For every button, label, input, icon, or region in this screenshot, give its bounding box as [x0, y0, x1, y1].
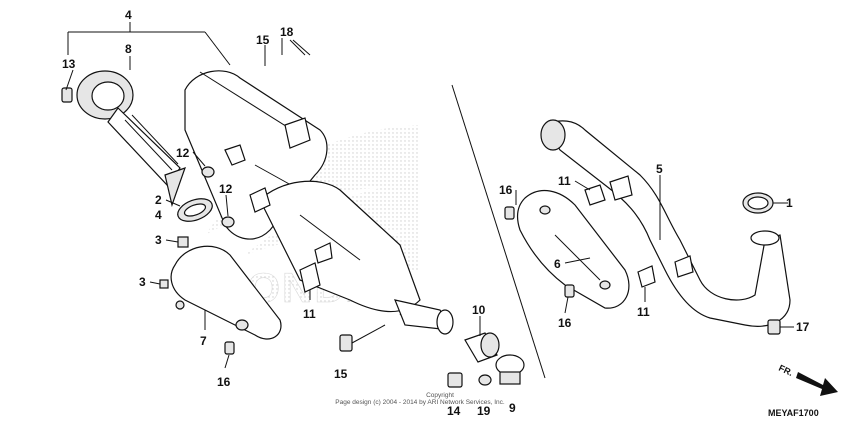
front-label: FR.: [777, 363, 794, 378]
bolt-part-16-right-b: [564, 284, 575, 298]
bolt-part-15-lower: [339, 324, 386, 352]
copyright-line-1: Copyright: [426, 392, 454, 399]
callout-5: 5: [656, 162, 663, 176]
bolt-part-14: [447, 372, 463, 388]
callout-9: 9: [509, 401, 516, 415]
callout-16-b: 16: [499, 183, 513, 197]
end-cap-part-8: [76, 70, 186, 208]
callout-14: 14: [447, 404, 461, 418]
band-brackets: [224, 117, 333, 293]
washer-part-19: [478, 374, 492, 386]
exhaust-pipe-part-5: [540, 119, 791, 327]
callout-1: 1: [786, 196, 793, 210]
callout-10: 10: [472, 303, 486, 317]
nut-part-12: [201, 166, 235, 228]
exhaust-pipe-outline: [451, 84, 546, 379]
heat-protector-part-6: [516, 189, 630, 309]
callout-13: 13: [62, 57, 76, 71]
callout-15-b: 15: [334, 367, 348, 381]
callout-4-top: 4: [125, 8, 132, 22]
callout-2: 2: [155, 193, 162, 207]
callout-16-c: 16: [558, 316, 572, 330]
callout-4-mid: 4: [155, 208, 162, 222]
gasket-part-2: [177, 198, 213, 222]
callout-labels: 4 8 13 15 18 12 12 2 4 3 3 7 16 11 15 10…: [62, 8, 810, 418]
callout-11-a: 11: [303, 307, 316, 321]
callout-16-a: 16: [217, 375, 231, 389]
callout-3-b: 3: [139, 275, 146, 289]
callout-11-b: 11: [558, 174, 571, 188]
clamp-part-9: [495, 354, 525, 385]
gasket-part-1: [742, 192, 774, 214]
callout-8: 8: [125, 42, 132, 56]
protector-part-7: [170, 245, 282, 340]
callout-15-top: 15: [256, 33, 270, 47]
bracket-lines: [67, 22, 311, 70]
muffler-joint: [394, 299, 454, 335]
copyright-block: Copyright Page design (c) 2004 - 2014 by…: [335, 392, 505, 406]
callout-7: 7: [200, 334, 207, 348]
arrow-right-icon: [796, 372, 838, 396]
callout-17: 17: [796, 320, 810, 334]
callout-11-c: 11: [637, 305, 650, 319]
muffler-part-4: [184, 70, 421, 316]
callout-18: 18: [280, 25, 294, 39]
callout-3-a: 3: [155, 233, 162, 247]
gasket-part-10: [464, 332, 500, 363]
leader-lines: [65, 45, 794, 369]
callout-19: 19: [477, 404, 491, 418]
callout-12-b: 12: [219, 182, 233, 196]
bolt-part-16-right-a: [504, 206, 515, 220]
bolt-part-16-left: [224, 341, 235, 355]
diagram-code: MEYAF1700: [768, 408, 819, 418]
copyright-line-2: Page design (c) 2004 - 2014 by ARI Netwo…: [335, 399, 505, 406]
callout-6: 6: [554, 257, 561, 271]
front-arrow: FR.: [777, 363, 838, 396]
bolt-part-13: [61, 87, 73, 103]
bolt-part-17: [767, 319, 781, 335]
callout-12-a: 12: [176, 146, 190, 160]
